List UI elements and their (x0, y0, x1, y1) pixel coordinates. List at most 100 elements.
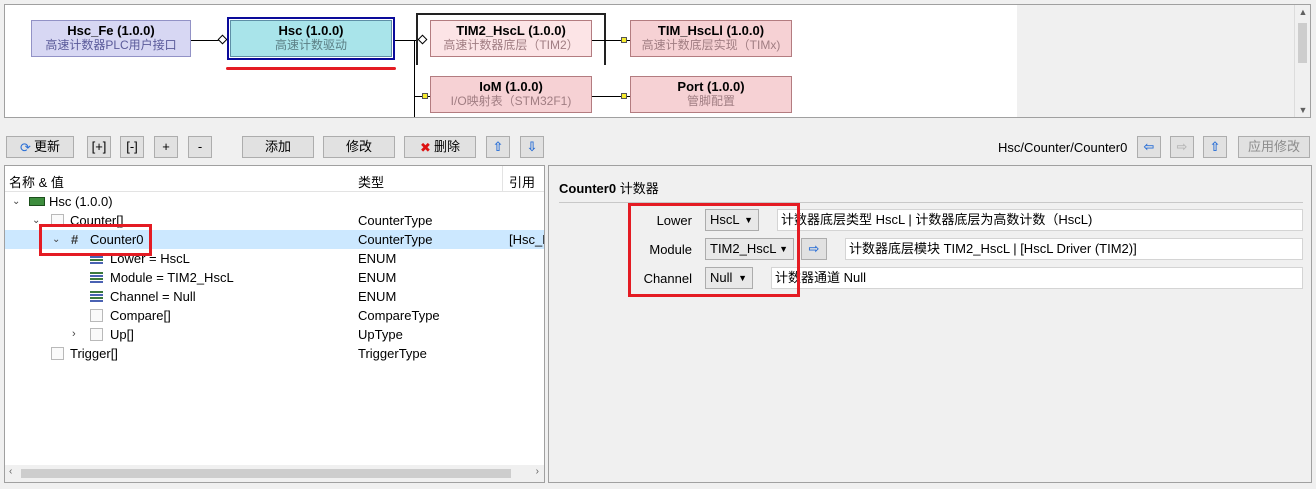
plus-label: + (162, 139, 170, 154)
add-button[interactable]: 添加 (242, 136, 314, 158)
module-diagram[interactable]: Hsc_Fe (1.0.0) 高速计数器PLC用户接口 Hsc (1.0.0) … (4, 4, 1311, 118)
col-name-header[interactable]: 名称 & 值 (9, 175, 64, 190)
node-title: IoM (1.0.0) (479, 79, 543, 94)
delete-label: 删除 (433, 139, 460, 154)
arrow-down-icon: ⇩ (526, 139, 538, 154)
annotation-underline (226, 67, 396, 70)
col-ref-header[interactable]: 引用 (509, 175, 536, 190)
modify-label: 修改 (345, 139, 372, 154)
node-subtitle: 高速计数驱动 (274, 38, 347, 52)
enum-icon (90, 272, 103, 284)
refresh-label: 更新 (33, 139, 60, 154)
prop-label-lower: Lower (656, 213, 692, 228)
scroll-thumb[interactable] (21, 469, 511, 478)
node-hsc[interactable]: Hsc (1.0.0) 高速计数驱动 (227, 17, 395, 60)
expand-all-button[interactable]: [+] (87, 136, 111, 158)
dropdown-caret-icon: ▼ (779, 244, 788, 254)
nav-up-button[interactable]: ⇧ (1203, 136, 1227, 158)
delete-button[interactable]: ✖删除 (404, 136, 476, 158)
enum-icon (90, 291, 103, 303)
col-separator[interactable] (502, 166, 503, 192)
prop-label-channel: Channel (643, 271, 692, 286)
module-description: 计数器底层模块 TIM2_HscL | [HscL Driver (TIM2)] (845, 238, 1303, 260)
nav-forward-button[interactable]: ⇨ (1170, 136, 1194, 158)
tree-row-counter0[interactable]: ⌄ # Counter0 CounterType [Hsc_F (5, 230, 544, 249)
tree-horizontal-scrollbar[interactable]: ‹ › (5, 465, 544, 482)
chevron-down-icon[interactable]: ⌄ (12, 196, 21, 207)
row-name: Compare[] (110, 308, 171, 323)
row-type: CompareType (358, 308, 440, 323)
lower-select[interactable]: HscL ▼ (705, 209, 759, 231)
connector (592, 40, 632, 41)
select-value: HscL (710, 212, 740, 227)
minus-label: - (197, 139, 203, 154)
collapse-all-button[interactable]: [-] (120, 136, 144, 158)
chip-icon (29, 197, 45, 206)
tree-row-channel[interactable]: Channel = Null ENUM (5, 287, 544, 306)
row-name: Trigger[] (70, 346, 118, 361)
goto-module-button[interactable]: ⇨ (801, 238, 827, 260)
connector-port (621, 37, 627, 43)
row-type: ENUM (358, 251, 397, 266)
connector (191, 40, 221, 41)
toolbar: ⟳更新 [+] [-] + - 添加 修改 ✖删除 ⇧ ⇩ Hsc/Counte… (0, 130, 1316, 164)
arrow-up-icon: ⇧ (1209, 139, 1221, 154)
node-tim2-hscl[interactable]: TIM2_HscL (1.0.0) 高速计数器底层（TIM2） (430, 20, 592, 57)
connector (592, 96, 632, 97)
channel-description: 计数器通道 Null (771, 267, 1303, 289)
connector-port (621, 93, 627, 99)
detail-panel: Counter0 计数器 Lower HscL ▼ 计数器底层类型 HscL |… (548, 165, 1312, 483)
nav-back-button[interactable]: ⇦ (1137, 136, 1161, 158)
annotation-box-props (628, 203, 800, 297)
chevron-down-icon[interactable]: ⌄ (52, 234, 61, 245)
tree-row-lower[interactable]: Lower = HscL ENUM (5, 249, 544, 268)
tree-row-compare[interactable]: Compare[] CompareType (5, 306, 544, 325)
lower-description: 计数器底层类型 HscL | 计数器底层为高数计数（HscL) (777, 209, 1303, 231)
move-up-button[interactable]: ⇧ (486, 136, 510, 158)
modify-button[interactable]: 修改 (323, 136, 395, 158)
scroll-left-icon[interactable]: ‹ (9, 466, 13, 477)
select-value: Null (710, 270, 733, 285)
apply-changes-button[interactable]: 应用修改 (1238, 136, 1310, 158)
dropdown-caret-icon: ▼ (744, 215, 753, 225)
node-port[interactable]: Port (1.0.0) 管脚配置 (630, 76, 792, 113)
row-name: Hsc (1.0.0) (49, 194, 113, 209)
diagram-vertical-scrollbar[interactable]: ▲ ▼ (1294, 5, 1310, 117)
scroll-thumb[interactable] (1298, 23, 1307, 63)
tree-row-module[interactable]: Module = TIM2_HscL ENUM (5, 268, 544, 287)
arrow-up-icon: ⇧ (492, 139, 504, 154)
node-title: Hsc (1.0.0) (278, 23, 344, 38)
scroll-right-icon[interactable]: › (535, 466, 539, 477)
row-type: CounterType (358, 232, 433, 247)
node-iom[interactable]: IoM (1.0.0) I/O映射表（STM32F1) (430, 76, 592, 113)
row-type: TriggerType (358, 346, 427, 361)
tree-row-hsc[interactable]: ⌄ Hsc (1.0.0) (5, 192, 544, 211)
property-tree[interactable]: 名称 & 值 类型 引用 ⌄ Hsc (1.0.0) ⌄ Counter[] C… (4, 165, 545, 483)
col-type-header[interactable]: 类型 (358, 175, 385, 190)
prop-label-module: Module (649, 242, 692, 257)
connector-port (422, 93, 428, 99)
scroll-up-icon[interactable]: ▲ (1298, 7, 1308, 17)
row-ref: [Hsc_F (509, 232, 544, 247)
increase-button[interactable]: + (154, 136, 178, 158)
row-type: UpType (358, 327, 403, 342)
refresh-button[interactable]: ⟳更新 (6, 136, 74, 158)
refresh-icon: ⟳ (20, 139, 31, 155)
chevron-down-icon[interactable]: ⌄ (32, 215, 41, 226)
divider (559, 202, 1303, 203)
tree-row-up[interactable]: › Up[] UpType (5, 325, 544, 344)
array-icon (90, 328, 103, 341)
arrow-right-icon: ⇨ (1176, 139, 1188, 154)
row-type: ENUM (358, 270, 397, 285)
node-hsc-fe[interactable]: Hsc_Fe (1.0.0) 高速计数器PLC用户接口 (31, 20, 191, 57)
tree-row-trigger[interactable]: Trigger[] TriggerType (5, 344, 544, 363)
move-down-button[interactable]: ⇩ (520, 136, 544, 158)
channel-select[interactable]: Null ▼ (705, 267, 753, 289)
node-tim-hscll[interactable]: TIM_HscLl (1.0.0) 高速计数底层实现（TIMx) (630, 20, 792, 57)
connector (395, 40, 417, 41)
decrease-button[interactable]: - (188, 136, 212, 158)
scroll-down-icon[interactable]: ▼ (1298, 105, 1308, 115)
module-select[interactable]: TIM2_HscL ▼ (705, 238, 794, 260)
row-name: Up[] (110, 327, 134, 342)
chevron-right-icon[interactable]: › (72, 328, 76, 340)
